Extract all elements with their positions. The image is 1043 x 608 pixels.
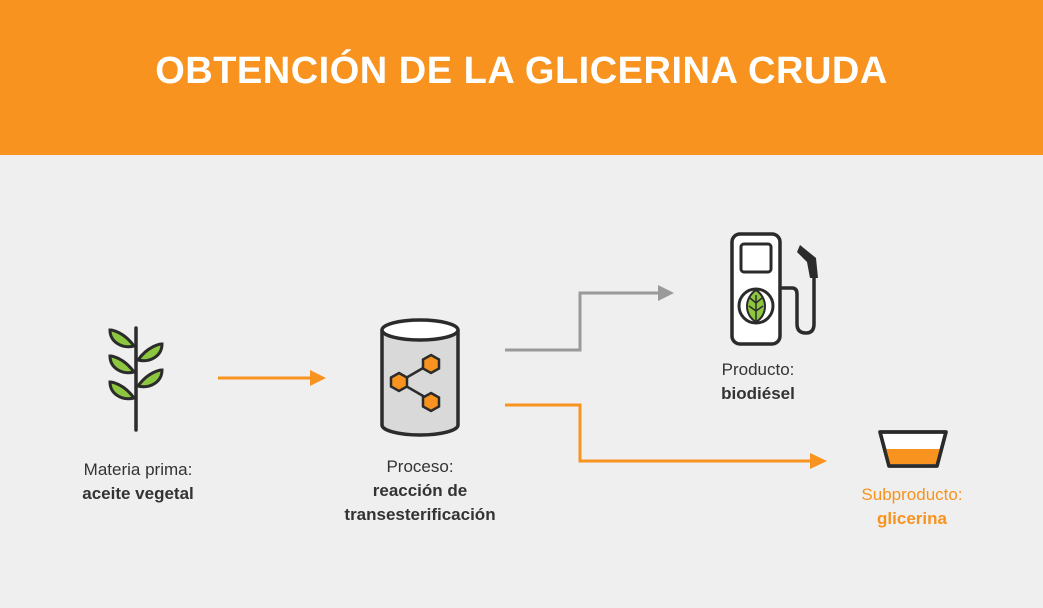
process-value-line1: reacción de — [372, 481, 468, 500]
reactor-molecule-icon — [380, 318, 460, 437]
raw-material-value: aceite vegetal — [82, 484, 194, 503]
raw-material-label: Materia prima: aceite vegetal — [38, 458, 238, 506]
header-banner: OBTENCIÓN DE LA GLICERINA CRUDA — [0, 0, 1043, 155]
page-title: OBTENCIÓN DE LA GLICERINA CRUDA — [155, 50, 888, 92]
product-label: Producto: biodiésel — [658, 358, 858, 406]
process-value-line2: transesterificación — [344, 505, 496, 524]
arrow-to-byproduct — [505, 403, 827, 469]
arrow-to-product — [505, 285, 674, 352]
plant-icon — [108, 326, 164, 432]
process-label: Proceso: reacción de transesterificación — [320, 455, 520, 527]
product-caption: Producto: — [721, 360, 795, 379]
raw-material-caption: Materia prima: — [83, 460, 193, 479]
product-value: biodiésel — [721, 384, 795, 403]
bowl-liquid-icon — [878, 430, 948, 468]
byproduct-value: glicerina — [877, 509, 947, 528]
fuel-pump-leaf-icon — [730, 232, 818, 346]
byproduct-label: Subproducto: glicerina — [812, 483, 1012, 531]
arrow-to-process — [218, 370, 326, 386]
process-caption: Proceso: — [386, 457, 454, 476]
byproduct-caption: Subproducto: — [861, 485, 963, 504]
